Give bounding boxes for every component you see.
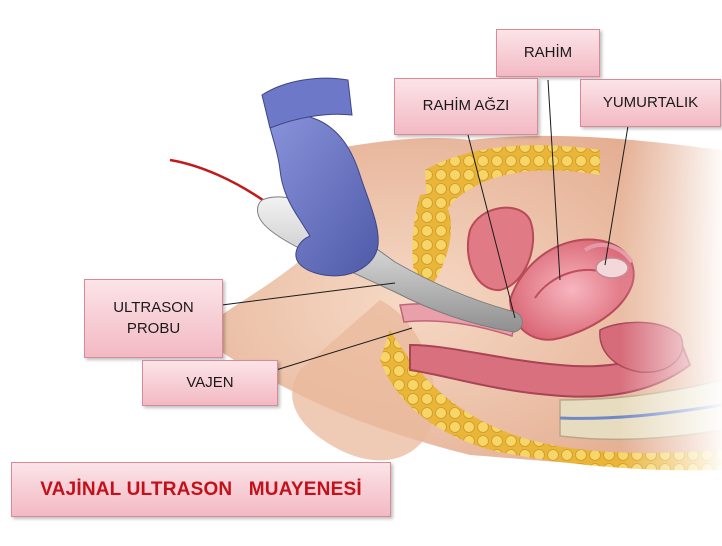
fat-tissue-upper bbox=[425, 145, 600, 250]
label-yumurtalik: YUMURTALIK bbox=[580, 79, 721, 127]
label-ultrason-probu: ULTRASON PROBU bbox=[84, 279, 223, 358]
fat-tissue-lower bbox=[380, 330, 722, 471]
label-rahim-text: RAHİM bbox=[523, 43, 573, 61]
fat-tissue-front bbox=[412, 194, 451, 300]
label-rahim-agzi: RAHİM AĞZI bbox=[394, 78, 538, 135]
label-vajen: VAJEN bbox=[142, 360, 278, 406]
leader-line-ultrason-probu bbox=[221, 282, 396, 306]
leader-line-yumurtalik bbox=[604, 125, 629, 266]
right-fade bbox=[620, 130, 722, 490]
buttock-shape bbox=[292, 300, 435, 461]
gloved-hand bbox=[267, 112, 379, 277]
label-vajen-text: VAJEN bbox=[186, 373, 234, 391]
bladder bbox=[466, 206, 535, 292]
label-yumurtalik-text: YUMURTALIK bbox=[602, 93, 699, 111]
leader-line-vajen bbox=[275, 327, 413, 371]
page-title: VAJİNAL ULTRASON MUAYENESİ bbox=[40, 478, 362, 500]
title-box: VAJİNAL ULTRASON MUAYENESİ bbox=[11, 462, 391, 517]
label-rahim: RAHİM bbox=[496, 29, 600, 77]
label-rahim-agzi-text: RAHİM AĞZI bbox=[422, 97, 510, 115]
label-ultrason-probu-line2: PROBU bbox=[126, 319, 181, 337]
leader-line-rahim-agzi bbox=[467, 134, 516, 319]
probe-cable bbox=[169, 158, 271, 207]
label-ultrason-probu-line1: ULTRASON bbox=[113, 299, 194, 317]
gloved-hand-wrist bbox=[261, 77, 353, 129]
leader-line-rahim bbox=[547, 79, 561, 281]
